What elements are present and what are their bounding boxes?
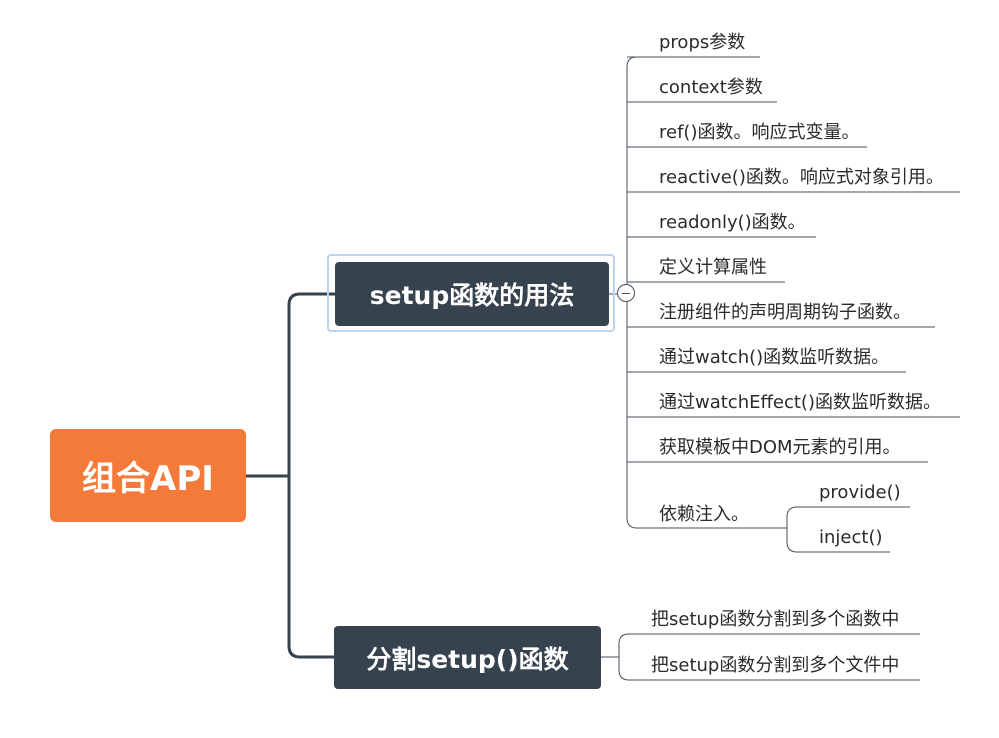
- connector-branch-split: [287, 474, 336, 659]
- branch-setup-usage[interactable]: setup函数的用法: [335, 262, 609, 326]
- leaf-node[interactable]: 定义计算属性: [659, 257, 767, 278]
- branch-label: 分割setup()函数: [366, 644, 569, 674]
- leaf-node[interactable]: readonly()函数。: [659, 212, 806, 233]
- root-label: 组合API: [82, 459, 214, 499]
- leaf-node[interactable]: reactive()函数。响应式对象引用。: [659, 167, 944, 188]
- root-node[interactable]: 组合API: [50, 429, 246, 522]
- connector-branch-setup: [287, 292, 337, 478]
- branch-split-setup[interactable]: 分割setup()函数: [334, 626, 601, 689]
- branch-split-leaf-spine: [618, 633, 630, 681]
- leaf-node[interactable]: props参数: [659, 32, 746, 53]
- leaf-node[interactable]: 依赖注入。: [659, 504, 749, 525]
- selection-outline: [327, 254, 615, 332]
- di-children-spine: [786, 506, 798, 553]
- leaf-node[interactable]: 把setup函数分割到多个文件中: [651, 655, 900, 676]
- minus-icon[interactable]: [617, 284, 635, 302]
- leaf-node[interactable]: context参数: [659, 77, 763, 98]
- leaf-node[interactable]: 把setup函数分割到多个函数中: [651, 609, 900, 630]
- leaf-node[interactable]: inject(): [819, 527, 883, 548]
- leaf-node[interactable]: 通过watchEffect()函数监听数据。: [659, 392, 941, 413]
- leaf-node[interactable]: 注册组件的声明周期钩子函数。: [659, 302, 911, 323]
- leaf-node[interactable]: ref()函数。响应式变量。: [659, 122, 860, 143]
- leaf-node[interactable]: 通过watch()函数监听数据。: [659, 347, 890, 368]
- leaf-node[interactable]: 获取模板中DOM元素的引用。: [659, 437, 901, 458]
- leaf-node[interactable]: provide(): [819, 482, 901, 503]
- branch-label: setup函数的用法: [369, 281, 575, 310]
